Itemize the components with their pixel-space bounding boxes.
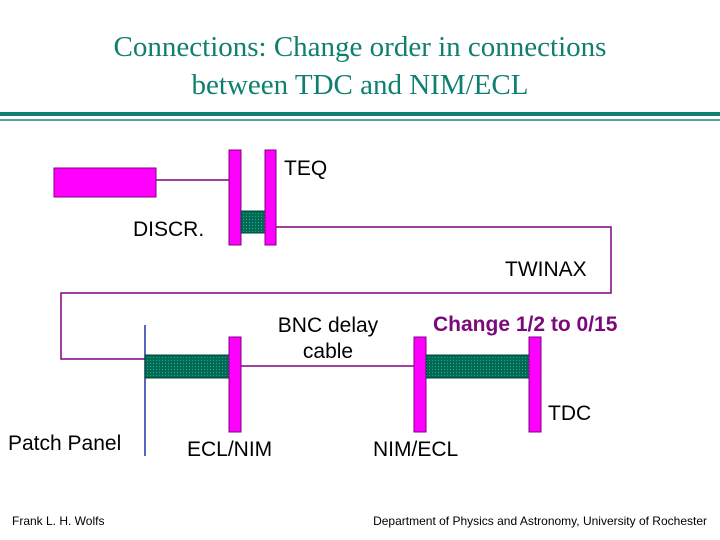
tdc-connector xyxy=(425,354,530,379)
nim-ecl-module xyxy=(413,336,427,433)
patch-panel-label: Patch Panel xyxy=(8,432,122,455)
discr-module-left xyxy=(228,149,242,246)
footer-author: Frank L. H. Wolfs xyxy=(12,514,105,528)
title-line-2: between TDC and NIM/ECL xyxy=(191,69,529,101)
nim-ecl-label: NIM/ECL xyxy=(373,438,459,461)
title-rule-thick xyxy=(0,112,720,116)
bnc-label-line-1: BNC delay xyxy=(277,314,379,337)
title-line-1: Connections: Change order in connections xyxy=(113,31,607,63)
bnc-label-line-2: cable xyxy=(302,340,354,363)
ecl-nim-label: ECL/NIM xyxy=(187,438,273,461)
ecl-nim-module xyxy=(228,336,242,433)
footer-affiliation: Department of Physics and Astronomy, Uni… xyxy=(373,514,707,528)
tdc-module xyxy=(528,336,542,433)
teq-module-right xyxy=(264,149,277,246)
teq-connector xyxy=(240,210,266,234)
tdc-label: TDC xyxy=(548,402,592,425)
source-module xyxy=(53,167,157,198)
change-note-label: Change 1/2 to 0/15 xyxy=(433,313,618,336)
slide-title: Connections: Change order in connections… xyxy=(0,28,720,104)
teq-label: TEQ xyxy=(284,157,328,180)
twinax-cable xyxy=(60,226,612,360)
twinax-label: TWINAX xyxy=(505,258,587,281)
bnc-delay-label: BNC delay cable xyxy=(258,313,398,365)
discr-label: DISCR. xyxy=(133,218,205,241)
patch-panel-connector xyxy=(144,354,230,379)
title-rule-thin xyxy=(0,119,720,121)
